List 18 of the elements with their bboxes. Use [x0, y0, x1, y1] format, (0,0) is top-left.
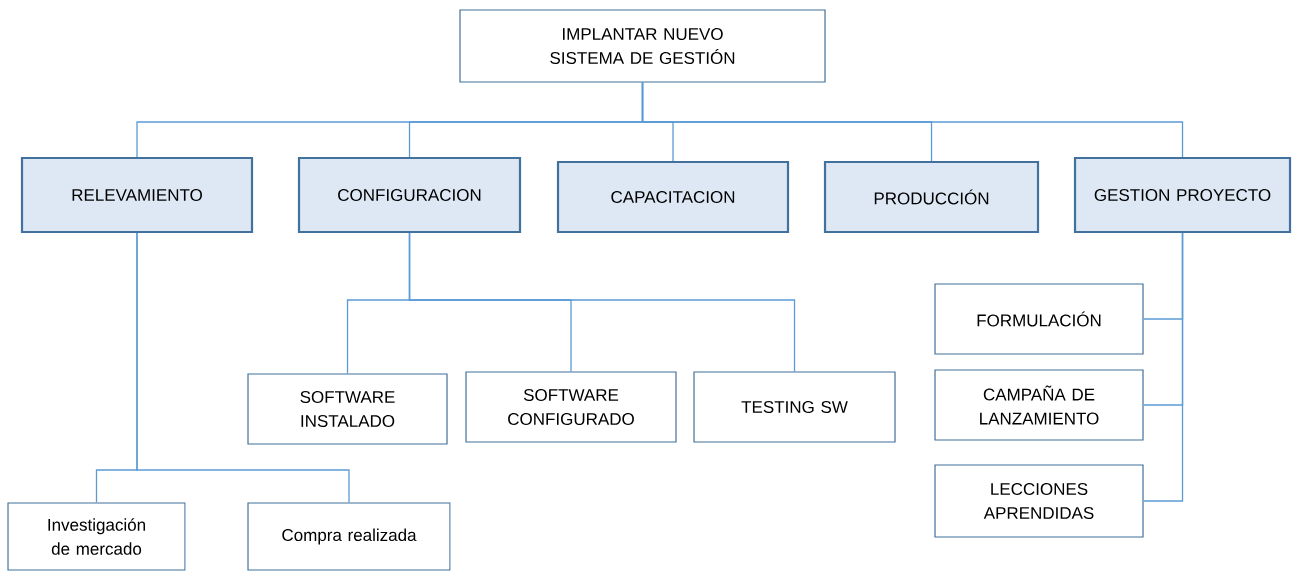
- category-box: RELEVAMIENTO: [20, 156, 254, 234]
- connector-line: [641, 81, 1184, 158]
- task-box: SOFTWARE INSTALADO: [247, 373, 448, 445]
- category-box: CAPACITACION: [556, 160, 790, 234]
- category-box: GESTION PROYECTO: [1073, 156, 1292, 234]
- connector-line: [408, 232, 796, 373]
- task-box: IMPLANTAR NUEVO SISTEMA DE GESTIÓN: [459, 9, 826, 83]
- task-box: TESTING SW: [693, 371, 896, 443]
- task-box: CAMPAÑA DE LANZAMIENTO: [934, 369, 1144, 441]
- connector-line: [136, 232, 350, 504]
- task-box: FORMULACIÓN: [934, 283, 1144, 355]
- task-box: LECCIONES APRENDIDAS: [934, 464, 1144, 538]
- task-box: Compra realizada: [247, 502, 451, 571]
- connector-line: [1142, 232, 1184, 502]
- category-box: CONFIGURACION: [297, 156, 522, 234]
- category-box: PRODUCCIÓN: [823, 160, 1040, 234]
- task-box: Investigación de mercado: [7, 502, 186, 571]
- task-box: SOFTWARE CONFIGURADO: [465, 371, 677, 443]
